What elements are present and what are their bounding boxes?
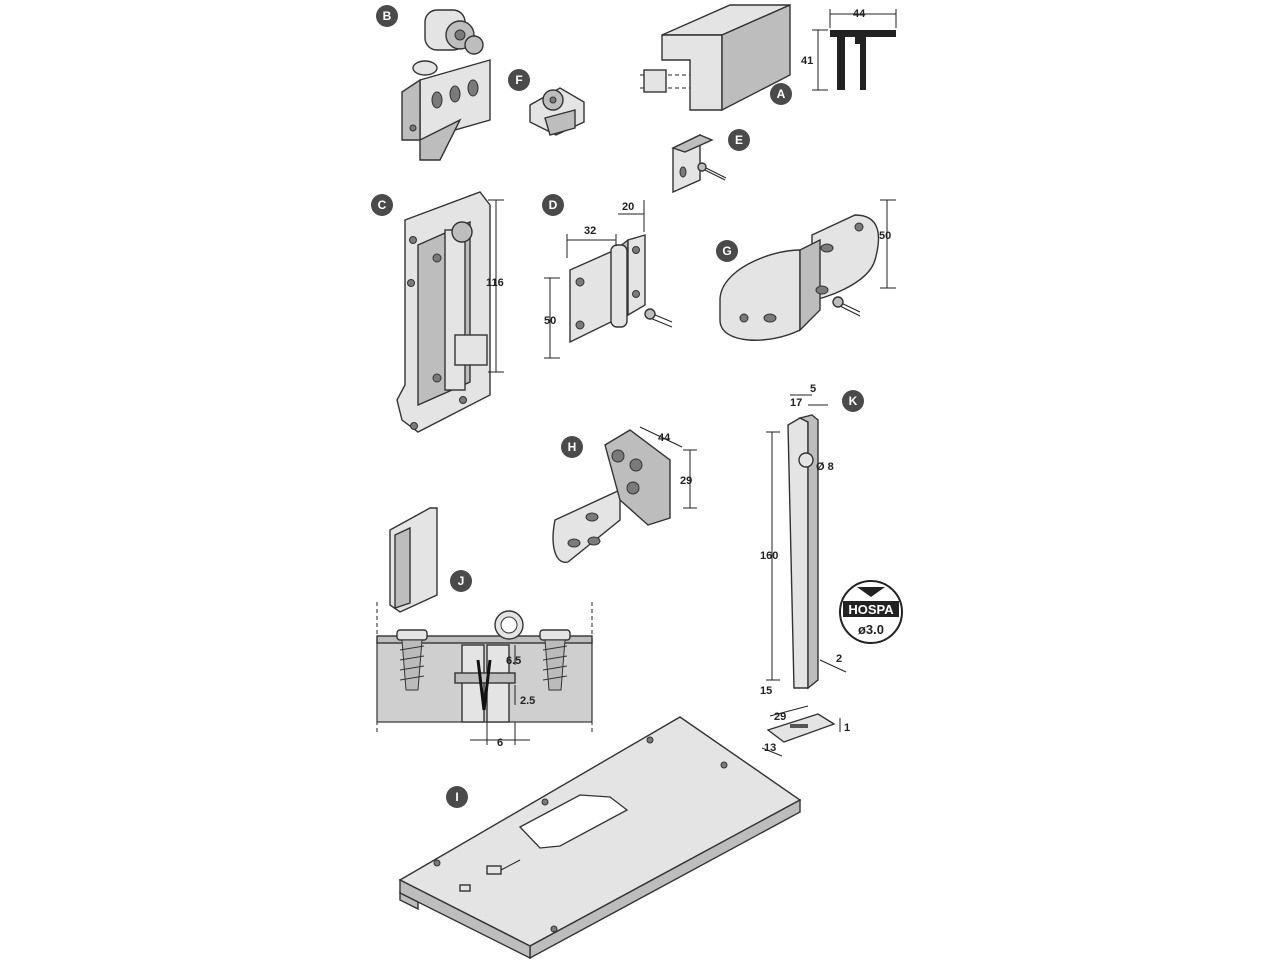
part-a-track bbox=[640, 3, 791, 112]
dim-k-diameter: Ø 8 bbox=[816, 461, 834, 473]
badge-k-label: K bbox=[849, 394, 858, 408]
badge-j-label: J bbox=[458, 574, 465, 588]
hospa-brand: HOSPA bbox=[848, 602, 894, 617]
badge-c: C bbox=[371, 194, 393, 216]
badge-e-label: E bbox=[735, 133, 743, 147]
part-a-profile-section bbox=[812, 9, 897, 91]
badge-c-label: C bbox=[378, 198, 387, 212]
badge-d-label: D bbox=[549, 198, 558, 212]
badge-b-label: B bbox=[383, 9, 392, 23]
badge-i-label: I bbox=[455, 790, 458, 804]
dim-k-plate-offset: 15 bbox=[760, 685, 772, 697]
badge-d: D bbox=[542, 194, 564, 216]
badge-a: A bbox=[770, 83, 792, 105]
hospa-size: ø3.0 bbox=[858, 622, 884, 637]
dim-c-height: 116 bbox=[486, 277, 504, 289]
part-f-clip bbox=[529, 87, 585, 136]
dim-d-height: 50 bbox=[544, 315, 556, 327]
hospa-screw-logo: HOSPA ø3.0 bbox=[839, 580, 903, 644]
dim-a-height: 41 bbox=[801, 55, 813, 67]
dim-j-top: 6.5 bbox=[506, 655, 521, 667]
badge-f: F bbox=[508, 69, 530, 91]
part-i-drilling-template bbox=[398, 716, 802, 960]
dim-k-plate-thickness: 1 bbox=[844, 722, 850, 734]
dim-a-width: 44 bbox=[853, 8, 866, 20]
badge-h: H bbox=[561, 436, 583, 458]
badge-f-label: F bbox=[515, 73, 522, 87]
part-k-plate bbox=[761, 705, 841, 757]
part-j-cross-section bbox=[376, 602, 593, 745]
dim-h-width: 44 bbox=[658, 432, 671, 444]
part-c-guide-frame bbox=[396, 191, 504, 433]
dim-k-thickness: 2 bbox=[836, 653, 842, 665]
badge-b: B bbox=[376, 5, 398, 27]
part-j-seal-profile bbox=[389, 507, 438, 613]
dim-d-depth: 20 bbox=[622, 201, 634, 213]
badge-g-label: G bbox=[722, 244, 731, 258]
dim-k-plate-length: 29 bbox=[774, 711, 786, 723]
part-h-angle-bracket bbox=[552, 426, 697, 563]
badge-h-label: H bbox=[568, 440, 577, 454]
badge-a-label: A bbox=[777, 87, 786, 101]
part-g-flap-hinge bbox=[719, 199, 896, 341]
badge-k: K bbox=[842, 390, 864, 412]
part-k-vertical-rail bbox=[766, 394, 847, 690]
dim-j-gap: 2.5 bbox=[520, 695, 535, 707]
part-d-hinge bbox=[544, 200, 673, 359]
dim-k-depth: 5 bbox=[810, 383, 816, 395]
part-e-bracket bbox=[671, 133, 727, 194]
badge-j: J bbox=[450, 570, 472, 592]
badge-e: E bbox=[728, 129, 750, 151]
dim-g-height: 50 bbox=[879, 230, 891, 242]
part-b-roller-carriage bbox=[401, 9, 491, 161]
dim-h-height: 29 bbox=[680, 475, 692, 487]
badge-i: I bbox=[446, 786, 468, 808]
dim-j-width: 6 bbox=[497, 737, 503, 749]
dim-d-width: 32 bbox=[584, 225, 596, 237]
dim-k-width: 17 bbox=[790, 397, 802, 409]
dim-k-plate-width: 13 bbox=[764, 742, 776, 754]
badge-g: G bbox=[716, 240, 738, 262]
dim-k-length: 160 bbox=[760, 550, 778, 562]
